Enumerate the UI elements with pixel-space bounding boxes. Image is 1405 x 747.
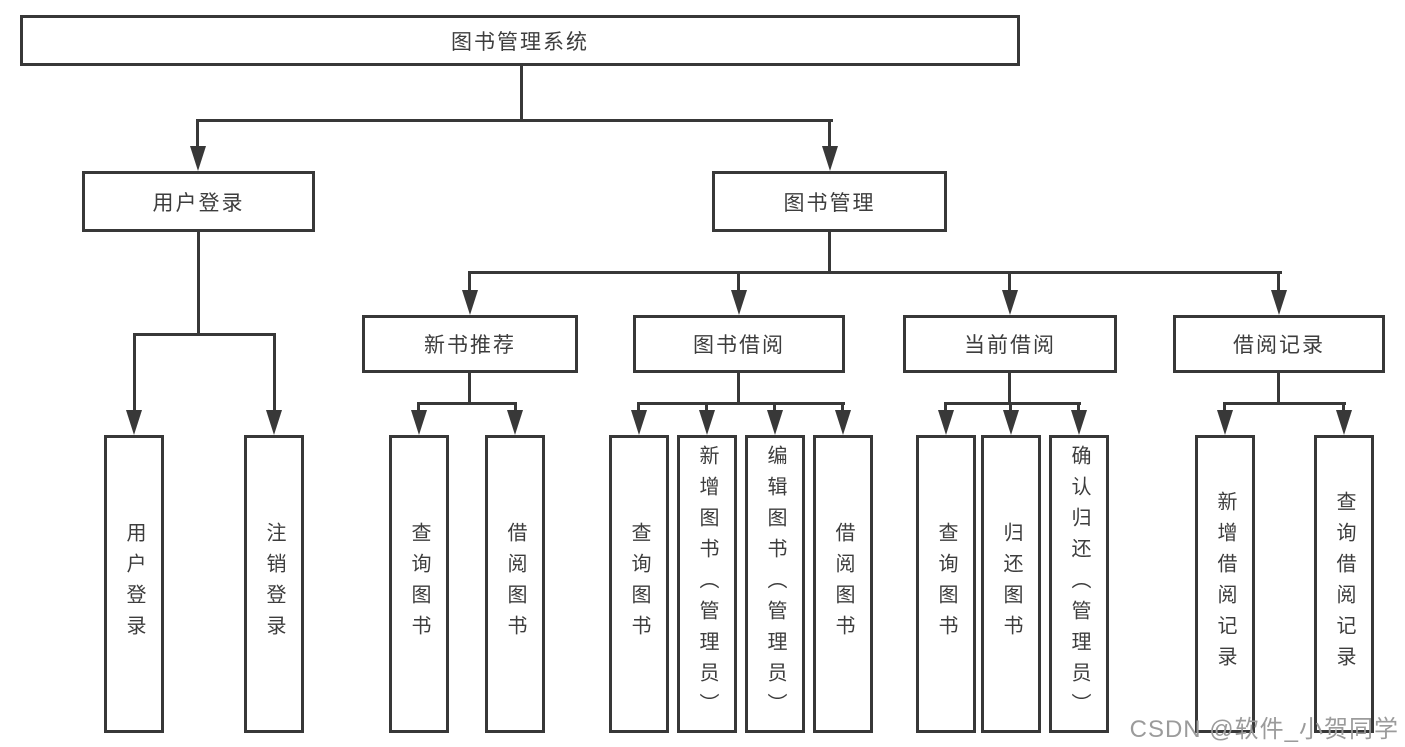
arrow-down-icon <box>411 410 427 435</box>
arrow-down-icon <box>266 410 282 435</box>
arrow-down-icon <box>126 410 142 435</box>
arrow-down-icon <box>1271 290 1287 315</box>
connector-line <box>944 402 947 414</box>
connector-line <box>637 402 640 414</box>
node-borrowing-records-label: 借阅记录 <box>1233 334 1325 357</box>
arrow-down-icon <box>462 290 478 315</box>
leaf-label: 查询借阅记录 <box>1333 491 1355 677</box>
arrow-down-icon <box>767 410 783 435</box>
connector-line <box>1009 402 1012 414</box>
connector-line <box>468 271 1282 274</box>
arrow-down-icon <box>1002 290 1018 315</box>
node-current-borrowing: 当前借阅 <box>903 315 1117 373</box>
node-leaf-user-login: 用户登录 <box>104 435 164 733</box>
connector-line <box>417 402 517 405</box>
node-leaf-edit-books-admin: 编辑图书（管理员） <box>745 435 805 733</box>
node-leaf-logout: 注销登录 <box>244 435 304 733</box>
connector-line <box>520 66 523 119</box>
arrow-down-icon <box>822 146 838 171</box>
arrow-down-icon <box>938 410 954 435</box>
leaf-label: 查询图书 <box>935 522 957 646</box>
leaf-label: 借阅图书 <box>504 522 526 646</box>
connector-line <box>514 402 517 414</box>
csdn-watermark: CSDN @软件_小贺同学 <box>1129 716 1399 743</box>
connector-line <box>1008 271 1011 292</box>
connector-line <box>944 402 1081 405</box>
leaf-label: 查询图书 <box>408 522 430 646</box>
leaf-label: 用户登录 <box>123 522 145 646</box>
connector-line <box>773 402 776 414</box>
node-book-management: 图书管理 <box>712 171 947 232</box>
leaf-label: 注销登录 <box>263 522 285 646</box>
node-leaf-return-books: 归还图书 <box>981 435 1041 733</box>
connector-line <box>1223 402 1226 414</box>
leaf-label: 归还图书 <box>1000 522 1022 646</box>
node-leaf-query-books: 查询图书 <box>389 435 449 733</box>
connector-line <box>737 271 740 292</box>
leaf-label: 新增图书（管理员） <box>696 444 718 724</box>
node-new-book-recommend: 新书推荐 <box>362 315 578 373</box>
node-leaf-query-books-3: 查询图书 <box>916 435 976 733</box>
arrow-down-icon <box>190 146 206 171</box>
connector-line <box>841 402 844 414</box>
node-root: 图书管理系统 <box>20 15 1020 66</box>
node-leaf-query-borrow-record: 查询借阅记录 <box>1314 435 1374 733</box>
node-book-borrowing-label: 图书借阅 <box>693 334 785 357</box>
connector-line <box>1008 373 1011 404</box>
node-leaf-add-books-admin: 新增图书（管理员） <box>677 435 737 733</box>
arrow-down-icon <box>1217 410 1233 435</box>
connector-line <box>133 333 275 336</box>
connector-line <box>1277 373 1280 404</box>
connector-line <box>737 373 740 404</box>
connector-line <box>273 333 276 411</box>
arrow-down-icon <box>731 290 747 315</box>
node-leaf-query-books-2: 查询图书 <box>609 435 669 733</box>
connector-line <box>196 119 199 148</box>
node-book-management-label: 图书管理 <box>783 191 876 215</box>
arrow-down-icon <box>835 410 851 435</box>
connector-line <box>1342 402 1345 414</box>
node-current-borrowing-label: 当前借阅 <box>964 334 1056 357</box>
connector-line <box>468 271 471 292</box>
connector-line <box>828 119 831 148</box>
connector-line <box>133 333 136 411</box>
connector-line <box>1277 271 1280 292</box>
node-leaf-confirm-return-admin: 确认归还（管理员） <box>1049 435 1109 733</box>
arrow-down-icon <box>631 410 647 435</box>
node-borrowing-records: 借阅记录 <box>1173 315 1385 373</box>
node-leaf-borrow-books: 借阅图书 <box>485 435 545 733</box>
node-book-borrowing: 图书借阅 <box>633 315 845 373</box>
arrow-down-icon <box>1336 410 1352 435</box>
connector-line <box>705 402 708 414</box>
connector-line <box>468 373 471 404</box>
connector-line <box>1223 402 1346 405</box>
node-leaf-borrow-books-2: 借阅图书 <box>813 435 873 733</box>
connector-line <box>637 402 845 405</box>
connector-line <box>1077 402 1080 414</box>
node-user-login: 用户登录 <box>82 171 315 232</box>
connector-line <box>196 119 833 122</box>
node-root-label: 图书管理系统 <box>451 30 589 54</box>
leaf-label: 借阅图书 <box>832 522 854 646</box>
leaf-label: 新增借阅记录 <box>1214 491 1236 677</box>
arrow-down-icon <box>1071 410 1087 435</box>
connector-line <box>197 232 200 335</box>
arrow-down-icon <box>1003 410 1019 435</box>
connector-line <box>417 402 420 414</box>
leaf-label: 确认归还（管理员） <box>1068 444 1090 724</box>
connector-line <box>828 232 831 273</box>
arrow-down-icon <box>507 410 523 435</box>
arrow-down-icon <box>699 410 715 435</box>
leaf-label: 查询图书 <box>628 522 650 646</box>
node-user-login-label: 用户登录 <box>152 191 245 215</box>
node-new-book-recommend-label: 新书推荐 <box>424 334 516 357</box>
node-leaf-add-borrow-record: 新增借阅记录 <box>1195 435 1255 733</box>
leaf-label: 编辑图书（管理员） <box>764 444 786 724</box>
